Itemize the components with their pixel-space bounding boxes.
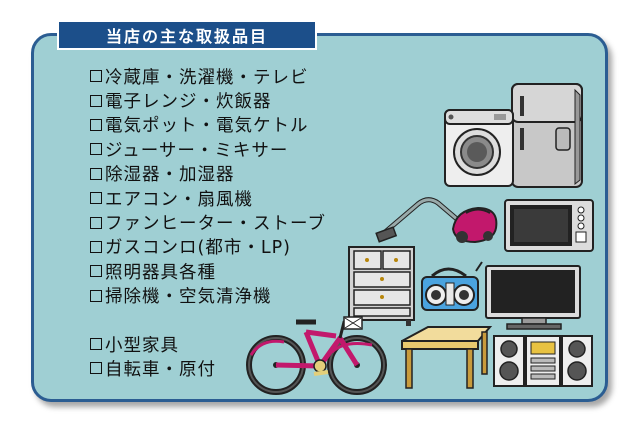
- checkbox-icon: [90, 362, 102, 375]
- list-item-label: ジューサー・ミキサー: [105, 140, 289, 161]
- checkbox-icon: [90, 167, 102, 180]
- list-item: ファンヒーター・ストーブ: [90, 210, 326, 234]
- checkbox-icon: [90, 118, 102, 131]
- list-item: 小型家具: [90, 332, 326, 356]
- list-item-label: ファンヒーター・ストーブ: [105, 214, 326, 235]
- microwave-icon: [504, 199, 594, 252]
- checkbox-icon: [90, 240, 102, 253]
- list-item-label: 電子レンジ・炊飯器: [105, 92, 272, 113]
- list-item-label: 電気ポット・電気ケトル: [105, 116, 309, 137]
- chest-of-drawers-icon: [348, 246, 415, 326]
- checkbox-icon: [90, 192, 102, 205]
- checkbox-icon: [90, 216, 102, 229]
- checkbox-icon: [90, 94, 102, 107]
- list-item: 電子レンジ・炊飯器: [90, 88, 326, 112]
- list-item-label: ガスコンロ(都市・LP): [105, 238, 291, 259]
- list-item: ガスコンロ(都市・LP): [90, 235, 326, 259]
- items-list: 冷蔵庫・洗濯機・テレビ 電子レンジ・炊飯器 電気ポット・電気ケトル ジューサー・…: [90, 64, 326, 381]
- list-item: 電気ポット・電気ケトル: [90, 113, 326, 137]
- list-item-label: 除湿器・加湿器: [105, 165, 235, 186]
- list-item: 自転車・原付: [90, 356, 326, 380]
- checkbox-icon: [90, 70, 102, 83]
- list-item-label: 掃除機・空気清浄機: [105, 287, 272, 308]
- stereo-system-icon: [493, 335, 593, 387]
- bicycle-icon: [246, 316, 387, 395]
- page-title: 当店の主な取扱品目: [57, 20, 317, 50]
- list-item-label: 冷蔵庫・洗濯機・テレビ: [105, 67, 309, 88]
- washing-machine-icon: [444, 109, 514, 187]
- television-icon: [485, 265, 581, 330]
- checkbox-icon: [90, 289, 102, 302]
- checkbox-icon: [90, 265, 102, 278]
- vacuum-cleaner-icon: [375, 197, 498, 244]
- list-item-label: 小型家具: [105, 335, 179, 356]
- list-item: エアコン・扇風機: [90, 186, 326, 210]
- radio-cassette-icon: [421, 261, 483, 311]
- refrigerator-icon: [511, 83, 583, 188]
- list-item: 冷蔵庫・洗濯機・テレビ: [90, 64, 326, 88]
- list-item-label: 照明器具各種: [105, 262, 216, 283]
- list-item: ジューサー・ミキサー: [90, 137, 326, 161]
- checkbox-icon: [90, 338, 102, 351]
- list-item: 掃除機・空気清浄機: [90, 284, 326, 308]
- list-item: 除湿器・加湿器: [90, 162, 326, 186]
- list-item: 照明器具各種: [90, 259, 326, 283]
- list-item-label: エアコン・扇風機: [105, 189, 253, 210]
- table-icon: [401, 326, 493, 389]
- list-item-label: 自転車・原付: [105, 360, 216, 380]
- checkbox-icon: [90, 143, 102, 156]
